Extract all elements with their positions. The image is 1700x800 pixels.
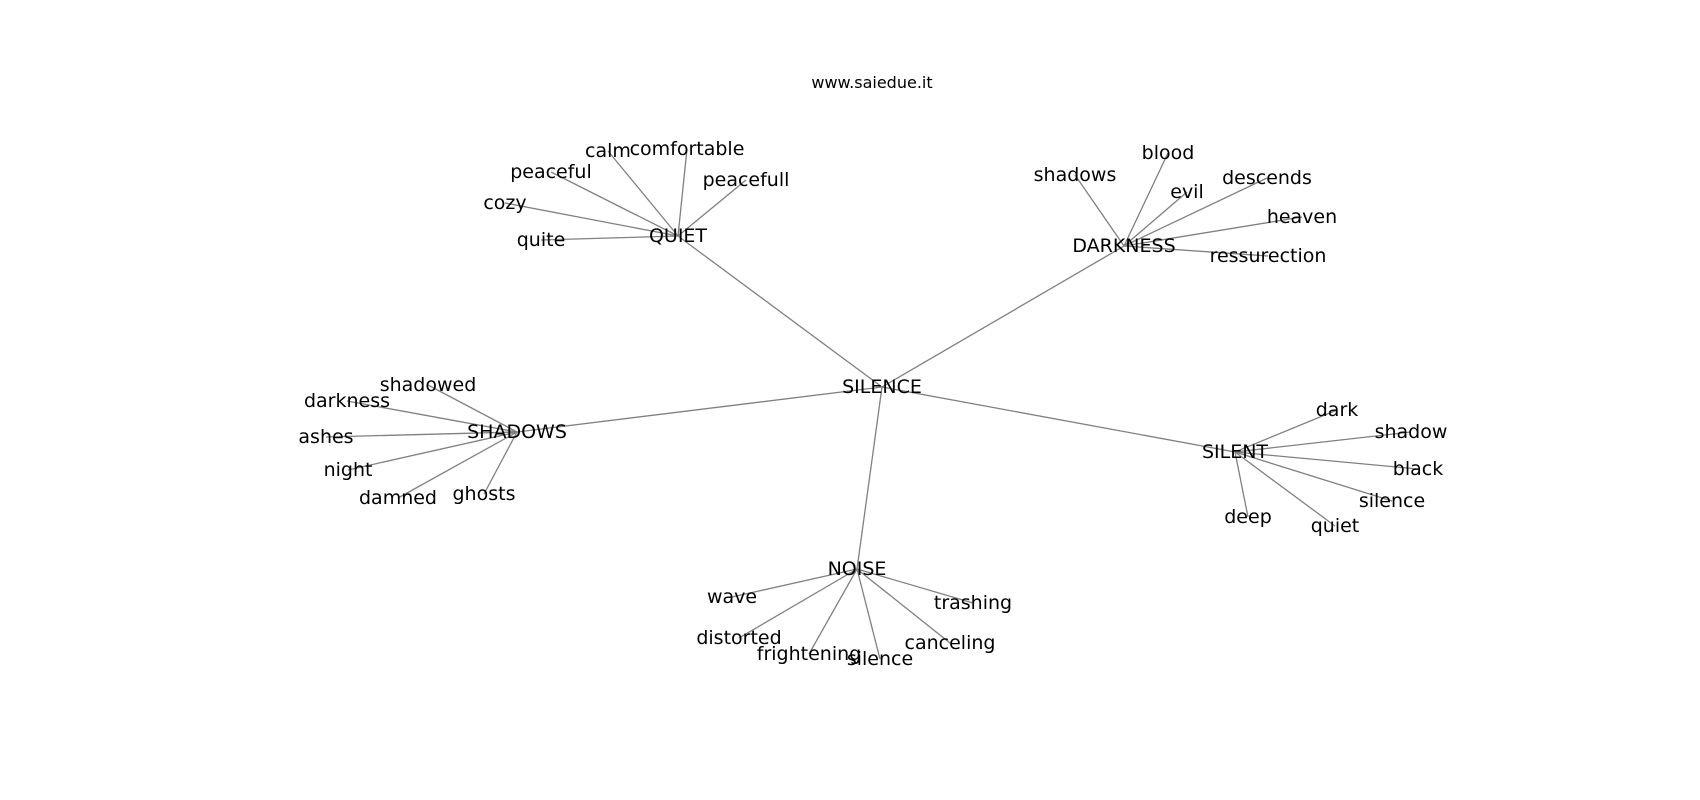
hub-node-label: SHADOWS <box>467 421 567 443</box>
word-node-label: comfortable <box>630 138 745 160</box>
word-node-label: blood <box>1142 142 1195 164</box>
word-node-label: black <box>1393 458 1443 480</box>
edge-hub-to-word <box>1234 451 1419 470</box>
word-node-label: heaven <box>1267 206 1337 228</box>
word-node-label: descends <box>1222 167 1312 189</box>
edge-hub-to-word <box>1234 451 1249 518</box>
edge-hub-to-word <box>346 400 518 433</box>
word-node-label: peaceful <box>510 161 592 183</box>
edge-hub-to-word <box>1234 451 1336 527</box>
word-node-label: wave <box>707 586 757 608</box>
word-node-label: trashing <box>934 592 1012 614</box>
edge-hub-to-word <box>483 431 518 495</box>
edge-center-to-hub <box>856 386 883 570</box>
word-node-label: calm <box>585 140 631 162</box>
word-node-label: ressurection <box>1210 245 1327 267</box>
hub-node-label: SILENT <box>1202 441 1268 463</box>
edge-center-to-hub <box>516 386 883 433</box>
word-node-label: frightening <box>757 643 861 665</box>
edge-hub-to-word <box>1234 431 1412 453</box>
edge-center-to-hub <box>881 386 1236 453</box>
edge-hub-to-word <box>677 148 688 237</box>
edge-hub-to-word <box>856 568 881 660</box>
word-node-label: dark <box>1316 399 1359 421</box>
word-node-label: shadows <box>1034 164 1117 186</box>
word-node-label: quite <box>517 229 566 251</box>
hub-node-label: DARKNESS <box>1072 235 1175 257</box>
edge-hub-to-word <box>856 568 951 644</box>
edge-hub-to-word <box>397 431 518 499</box>
center-node-label: SILENCE <box>842 376 922 398</box>
edge-hub-to-word <box>607 150 679 237</box>
edge-center-to-hub <box>881 245 1125 388</box>
edge-hub-to-word <box>738 568 858 639</box>
word-node-label: evil <box>1170 181 1204 203</box>
word-node-label: silence <box>847 648 913 670</box>
edge-center-to-hub <box>677 235 883 388</box>
word-node-label: cozy <box>483 192 526 214</box>
hub-node-label: QUIET <box>649 225 707 247</box>
word-node-label: quiet <box>1311 515 1360 537</box>
edge-layer <box>325 148 1419 660</box>
word-node-label: shadowed <box>380 374 477 396</box>
label-layer: SILENCE QUIET quite cozy peacefulcalmcomfort… <box>298 138 1447 670</box>
edge-hub-to-word <box>325 431 518 438</box>
edge-hub-to-word <box>1074 174 1125 247</box>
edge-hub-to-word <box>347 431 518 471</box>
word-node-label: peacefull <box>703 169 790 191</box>
word-node-label: damned <box>359 487 437 509</box>
edge-hub-to-word <box>856 568 974 604</box>
edge-hub-to-word <box>1234 409 1338 453</box>
edge-hub-to-word <box>731 568 858 598</box>
edge-hub-to-word <box>1234 451 1393 502</box>
site-title: www.saiedue.it <box>811 73 932 92</box>
word-node-label: darkness <box>304 390 390 412</box>
word-node-label: shadow <box>1375 421 1448 443</box>
word-node-label: deep <box>1224 506 1272 528</box>
edge-hub-to-word <box>1123 245 1269 257</box>
edge-hub-to-word <box>677 179 747 237</box>
edge-hub-to-word <box>540 235 679 241</box>
edge-hub-to-word <box>550 171 679 237</box>
edge-hub-to-word <box>504 202 679 237</box>
edge-hub-to-word <box>1123 177 1268 247</box>
word-node-label: silence <box>1359 490 1425 512</box>
edge-hub-to-word <box>1123 152 1169 247</box>
edge-hub-to-word <box>808 568 858 655</box>
word-node-label: night <box>324 459 373 481</box>
word-node-label: ghosts <box>453 483 516 505</box>
hub-node-label: NOISE <box>828 558 887 580</box>
edge-hub-to-word <box>1123 191 1188 247</box>
edge-hub-to-word <box>427 384 518 433</box>
word-node-label: ashes <box>298 426 353 448</box>
word-node-label: distorted <box>696 627 781 649</box>
word-node-label: canceling <box>905 632 996 654</box>
edge-hub-to-word <box>1123 216 1303 247</box>
